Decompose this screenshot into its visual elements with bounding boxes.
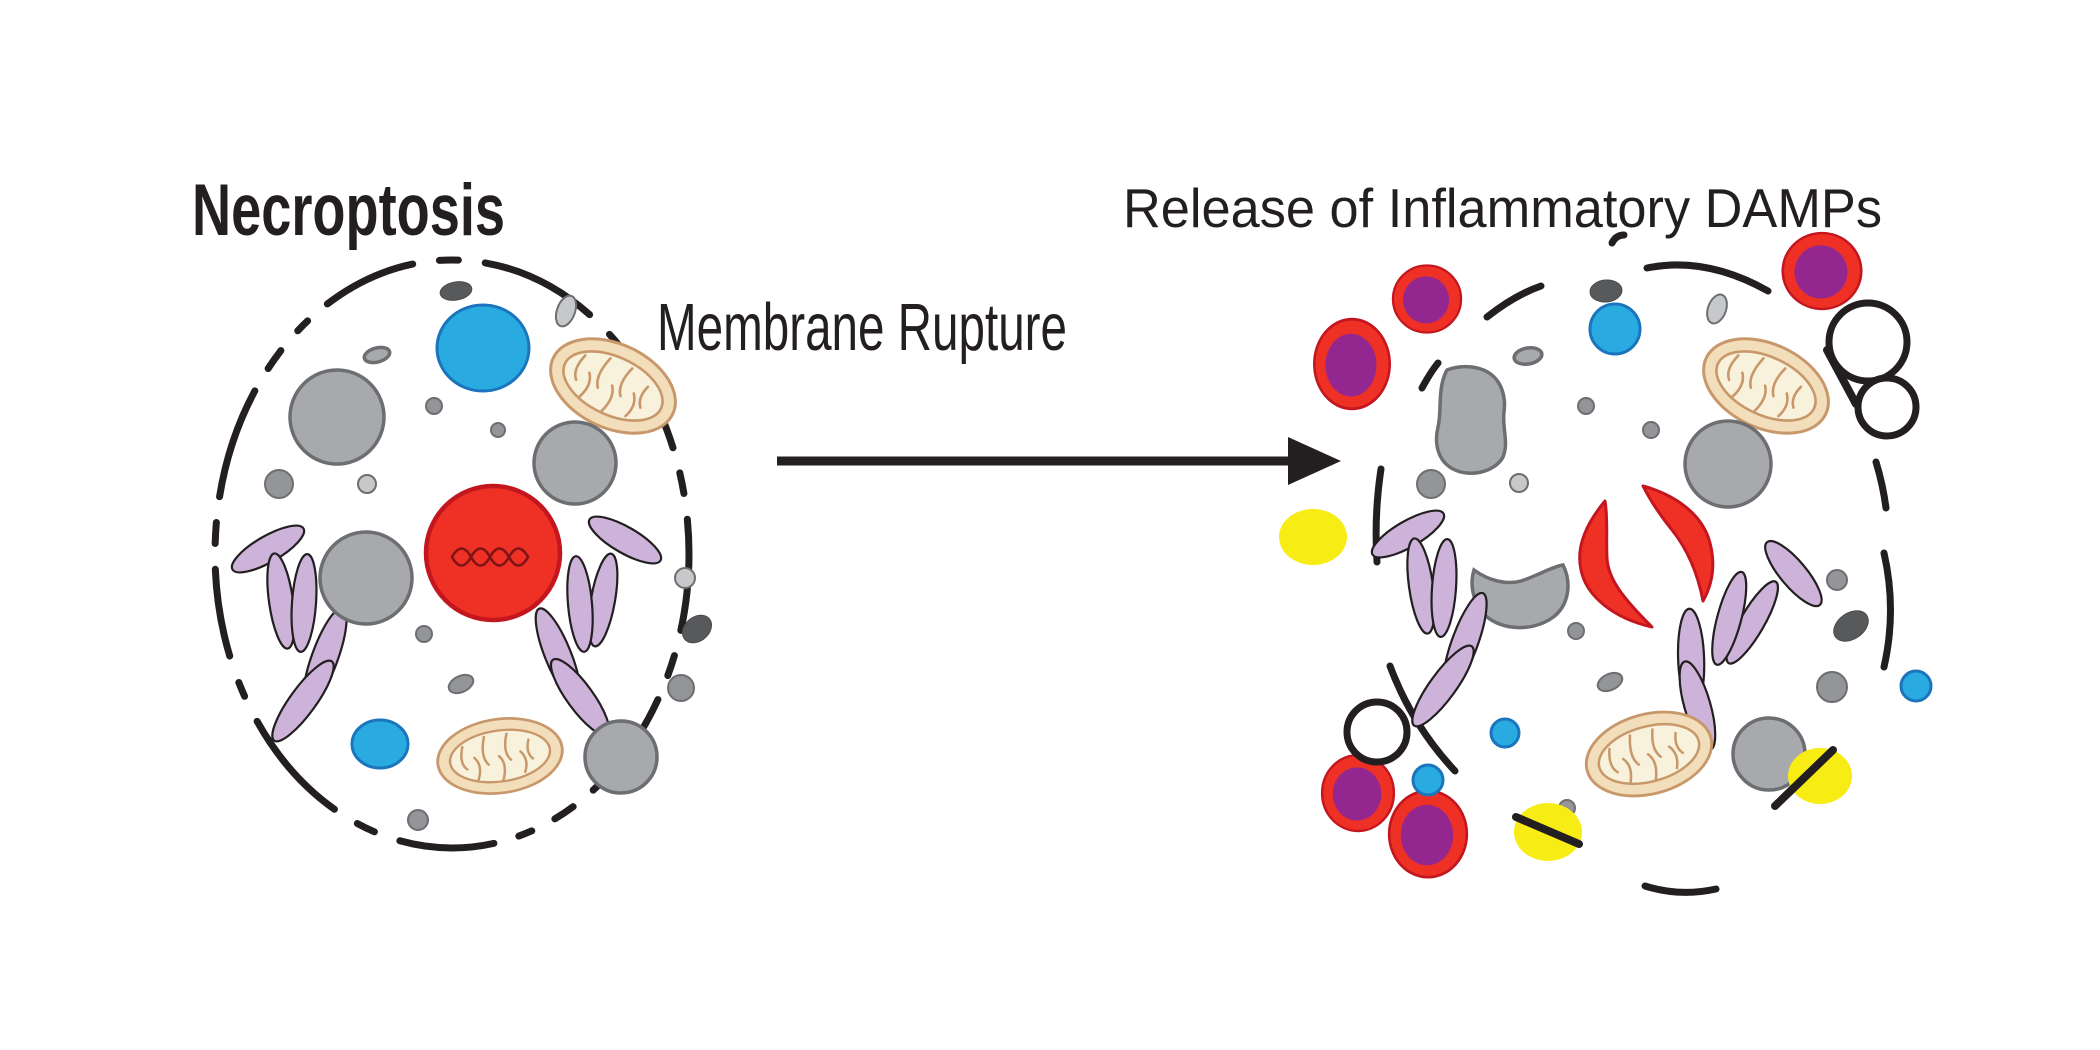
vesicle-gray-small	[447, 673, 475, 695]
left-cell	[211, 256, 712, 852]
membrane-fragment	[1483, 282, 1545, 321]
vesicle-gray-small	[1512, 346, 1544, 366]
granule-gray	[425, 397, 443, 415]
vacuole-gray	[318, 530, 414, 626]
vacuole-gray	[583, 719, 659, 795]
granule-dark	[1589, 279, 1623, 303]
membrane-fragment	[1512, 813, 1583, 848]
damp-particle-red	[1781, 231, 1863, 311]
damp-particle-yellow	[1279, 509, 1347, 565]
damp-particle-yellow	[1788, 748, 1852, 804]
fragmented-nucleus	[1578, 484, 1715, 629]
granule-light	[1826, 569, 1848, 591]
nucleus-shard	[1641, 484, 1715, 603]
endosome-blue-small	[1411, 763, 1445, 797]
arrow-head-icon	[1288, 437, 1341, 485]
granule-gray	[1816, 671, 1848, 703]
endosome-blue	[1588, 302, 1642, 356]
granule-light	[674, 567, 696, 589]
damp-particle-red	[1320, 753, 1396, 833]
granule-gray	[415, 625, 433, 643]
membrane-bleb-white	[1343, 698, 1411, 766]
nucleus-shard	[1578, 499, 1654, 629]
membrane-rupture-label: Membrane Rupture	[657, 290, 1067, 365]
damp-particle-red	[1312, 317, 1392, 411]
granule-gray	[1567, 622, 1585, 640]
right-cell-ruptured	[1279, 231, 1933, 896]
granule-gray	[1416, 469, 1446, 499]
granule-dark	[439, 281, 473, 301]
endosome-blue-small	[1489, 717, 1521, 749]
vesicle-light	[554, 294, 578, 328]
damp-particle-red	[1391, 264, 1463, 334]
membrane-fragment	[1880, 549, 1894, 671]
membrane-fragment	[1643, 261, 1772, 295]
ruptured-membrane-fragments	[1372, 231, 1894, 896]
endosome-blue	[350, 718, 410, 770]
vesicle-gray-small	[1596, 671, 1624, 693]
granule-gray	[667, 674, 695, 702]
page-title: Necroptosis	[192, 170, 505, 251]
release-damps-label: Release of Inflammatory DAMPs	[1123, 177, 1882, 239]
granule-gray	[407, 809, 429, 831]
granule-gray	[490, 422, 506, 438]
transition-arrow	[777, 437, 1341, 485]
golgi-apparatus	[1364, 501, 1497, 735]
membrane-fragment	[1641, 882, 1720, 896]
granule-gray	[1642, 421, 1660, 439]
membrane-bleb-white	[1854, 374, 1920, 440]
vacuole-gray	[532, 420, 618, 506]
nucleus	[423, 483, 563, 623]
deformed-vacuole	[1434, 364, 1508, 475]
vesicle-gray-small	[362, 345, 392, 365]
granule-light	[357, 474, 377, 494]
cell-membrane-dashed	[211, 256, 693, 852]
membrane-fragment	[1872, 458, 1890, 512]
granule-gray	[264, 469, 294, 499]
membrane-fragment	[1771, 746, 1837, 810]
dna-helix-icon	[450, 547, 530, 567]
vesicle-light	[1706, 293, 1728, 325]
granule-dark	[682, 614, 712, 644]
mitochondrion	[431, 709, 569, 803]
granule-gray	[1577, 397, 1595, 415]
granule-dark	[1833, 610, 1869, 642]
membrane-fragment	[1823, 346, 1860, 408]
vacuole-gray	[1683, 419, 1773, 509]
endosome-blue	[435, 303, 531, 393]
granule-light	[1509, 473, 1529, 493]
membrane-fragment	[1418, 359, 1442, 392]
membrane-fragment	[1608, 231, 1628, 247]
vacuole-gray	[288, 368, 386, 466]
damp-particle-red	[1387, 789, 1469, 879]
endosome-blue-small	[1899, 669, 1933, 703]
